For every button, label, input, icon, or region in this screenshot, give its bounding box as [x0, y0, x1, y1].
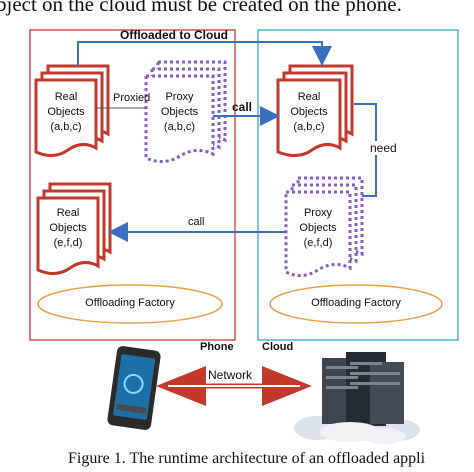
phone-factory-label: Offloading Factory [85, 297, 175, 309]
phone-real-objects-efd [36, 182, 112, 275]
cloud-proxy-efd-line1: Proxy [303, 207, 333, 219]
phone-real-objects-abc [34, 64, 110, 157]
phone-label: Phone [200, 341, 234, 353]
proxied-label: Proxied [113, 92, 151, 104]
phone-real-efd-line2: Objects [49, 222, 87, 234]
cloud-real-abc-line3: (a,b,c) [293, 121, 325, 133]
cloud-real-abc-line2: Objects [290, 106, 328, 118]
phone-proxy-abc-line2: Objects [160, 106, 199, 118]
cloud-real-abc-text: Real Objects (a,b,c) [278, 90, 340, 135]
server-cloud-icon [294, 352, 420, 444]
phone-factory-oval [37, 284, 223, 324]
phone-real-efd-line3: (e,f,d) [53, 237, 83, 249]
network-label: Network [208, 368, 253, 382]
cloud-factory-oval [269, 284, 443, 324]
phone-proxy-abc-text: Proxy Objects (a,b,c) [146, 90, 213, 135]
cloud-real-abc-line1: Real [297, 91, 321, 103]
need-label: need [369, 141, 398, 155]
phone-real-abc-text: Real Objects (a,b,c) [36, 90, 96, 135]
call-label-2: call [188, 216, 205, 228]
cloud-box [257, 29, 459, 341]
cloud-label: Cloud [262, 341, 294, 353]
phone-real-abc-line2: Objects [47, 106, 85, 118]
phone-proxy-objects-abc [144, 60, 227, 163]
figure-caption: Figure 1. The runtime architecture of an… [68, 450, 426, 467]
cloud-proxy-efd-line3: (e,f,d) [303, 237, 333, 249]
phone-real-abc-line1: Real [54, 91, 78, 103]
call-label-1: call [232, 100, 253, 114]
phone-real-abc-line3: (a,b,c) [50, 121, 82, 133]
top-caption: bject on the cloud must be created on th… [0, 0, 402, 16]
phone-box [29, 29, 236, 341]
cloud-factory-label: Offloading Factory [311, 297, 401, 309]
phone-real-efd-text: Real Objects (e,f,d) [38, 206, 98, 251]
offloaded-label: Offloaded to Cloud [120, 28, 228, 42]
cloud-proxy-efd-line2: Objects [299, 222, 337, 234]
phone-real-efd-line1: Real [56, 207, 80, 219]
cloud-proxy-efd-text: Proxy Objects (e,f,d) [286, 206, 350, 251]
offloaded-arrow [77, 41, 332, 66]
smartphone-icon [107, 346, 161, 430]
cloud-real-objects-abc [276, 64, 354, 157]
phone-proxy-abc-line3: (a,b,c) [163, 121, 196, 133]
phone-proxy-abc-line1: Proxy [165, 91, 194, 103]
cloud-proxy-objects-efd [284, 176, 364, 277]
